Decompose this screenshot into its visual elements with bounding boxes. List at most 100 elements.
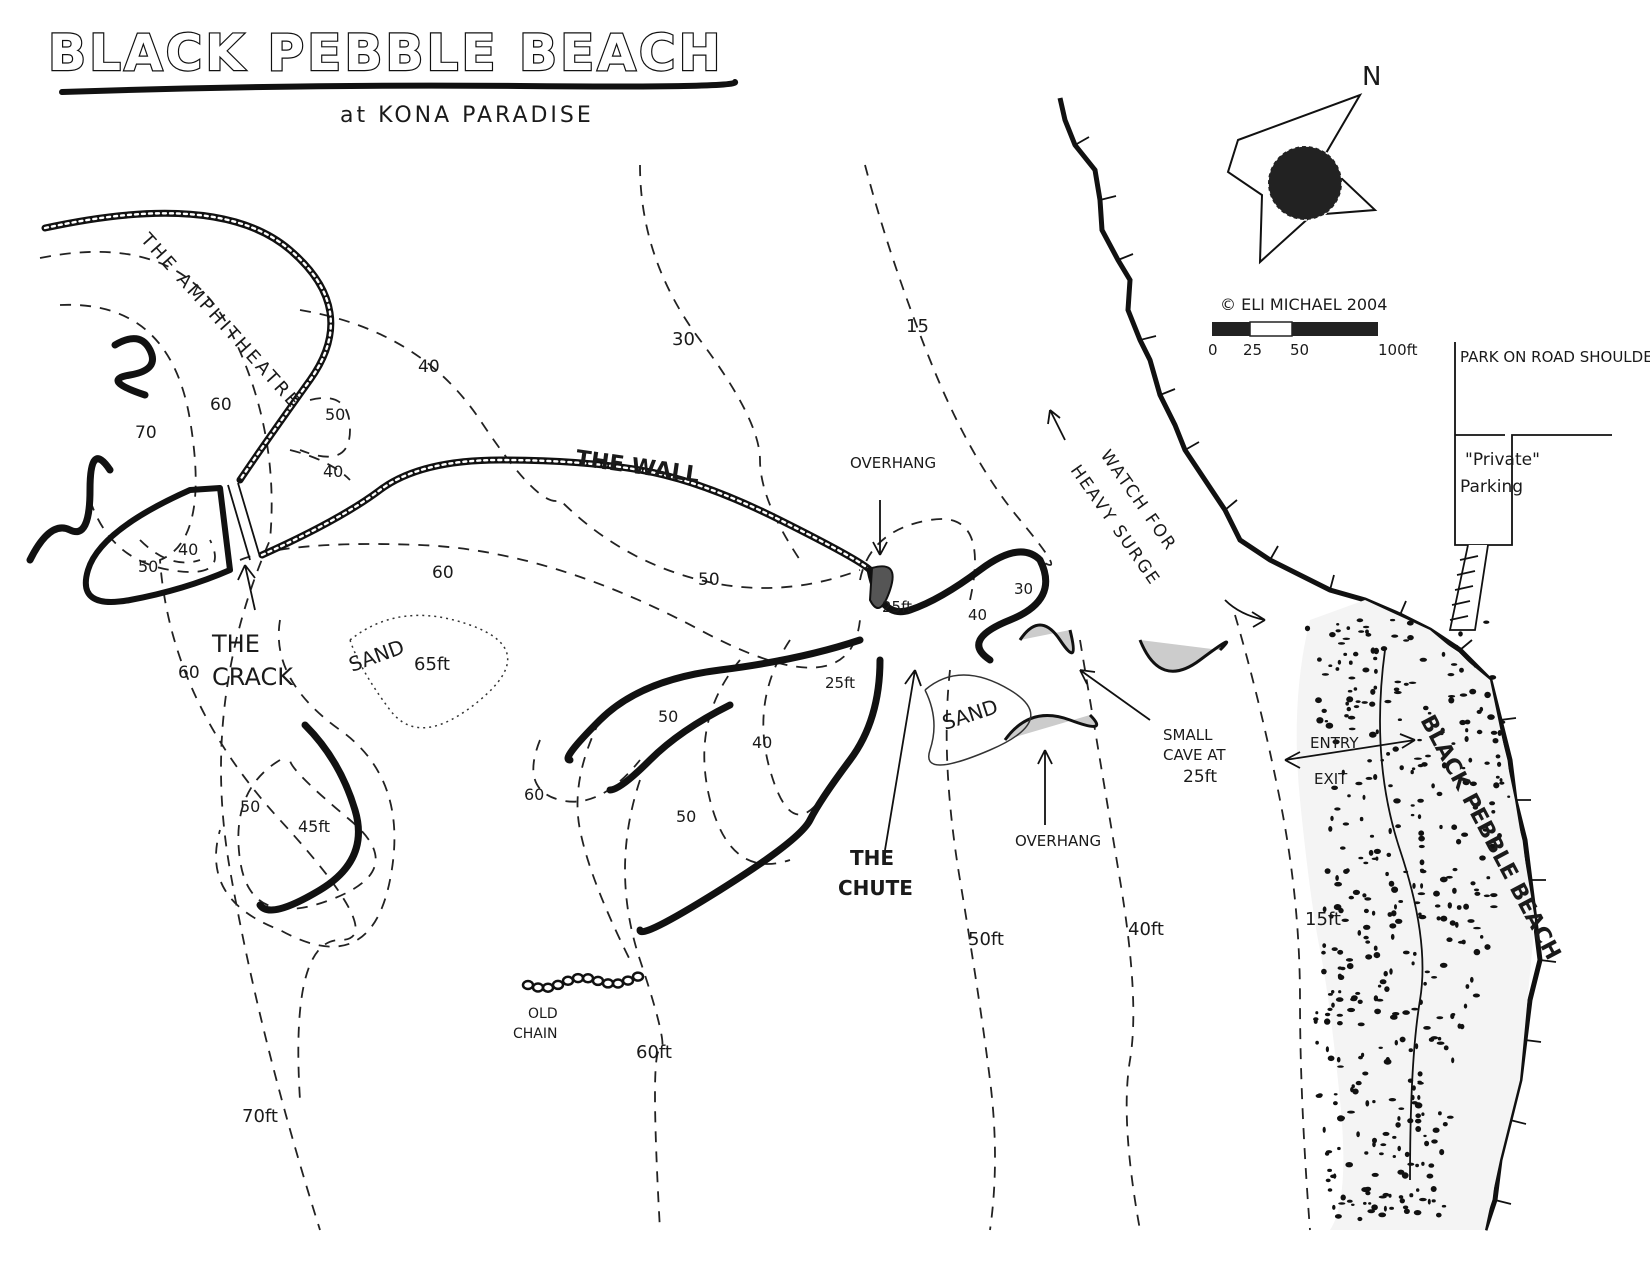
pebble — [1335, 875, 1339, 881]
chute-arrow — [884, 669, 922, 851]
pebble — [1358, 856, 1364, 860]
pebble — [1488, 675, 1497, 680]
pebble — [1459, 667, 1464, 673]
contour-50ft — [945, 669, 996, 1231]
finger-reef-1 — [564, 636, 864, 764]
pebble — [1431, 1199, 1436, 1203]
pebble — [1487, 714, 1495, 720]
pebble — [1347, 689, 1353, 693]
pebble — [1348, 895, 1355, 900]
pebble — [1436, 1041, 1445, 1045]
pebble — [1333, 904, 1342, 911]
pebble — [1397, 1145, 1401, 1152]
shore-ticks — [1074, 136, 1557, 1205]
pebble — [1423, 1026, 1431, 1030]
pebble — [1388, 784, 1393, 788]
pebble — [1438, 1111, 1442, 1116]
pebble — [1369, 731, 1377, 738]
contour-15ft — [1234, 614, 1311, 1231]
pebble — [1350, 1086, 1354, 1093]
chain-link — [631, 971, 645, 982]
depth-50-wall: 50 — [698, 570, 720, 590]
private-label-line2: Parking — [1460, 477, 1523, 497]
pebble — [1317, 657, 1322, 662]
pebble — [1465, 984, 1470, 989]
pebble — [1388, 1098, 1397, 1102]
pebble — [1352, 889, 1360, 896]
pebble — [1436, 791, 1443, 797]
beach-pebbles — [1304, 618, 1511, 1222]
contour-30 — [639, 164, 801, 561]
pebble — [1371, 910, 1376, 916]
pebble — [1476, 729, 1483, 735]
depth-70-left: 70 — [135, 423, 157, 443]
pebble — [1345, 868, 1350, 873]
pebble — [1394, 1039, 1399, 1046]
pebble — [1417, 1095, 1421, 1100]
pebble — [1376, 998, 1384, 1002]
pebble — [1346, 696, 1354, 703]
contour-60-finger-tip — [532, 739, 641, 803]
pebble — [1351, 1084, 1355, 1089]
pebble — [1324, 720, 1329, 723]
pebble — [1436, 1212, 1442, 1218]
pebble — [1335, 629, 1341, 633]
pebble — [1342, 822, 1350, 826]
pebble — [1433, 890, 1440, 897]
pebble — [1497, 761, 1502, 767]
scale-tick-100: 100ft — [1378, 341, 1418, 359]
pebble — [1451, 1057, 1455, 1064]
pebble — [1491, 810, 1496, 814]
pebble — [1351, 1203, 1355, 1207]
pebble — [1368, 849, 1374, 856]
entry-exit-arrow — [1284, 733, 1416, 769]
contour-60-lower — [215, 619, 396, 948]
chain-link — [601, 978, 615, 989]
contour-70 — [39, 251, 321, 1231]
contour-60-mid — [239, 543, 861, 669]
amphitheatre-label: THE AMPHITHEATRE — [136, 229, 305, 414]
pebble — [1390, 618, 1396, 622]
title-subtitle: at KONA PARADISE — [340, 103, 594, 128]
pebble — [1337, 1115, 1345, 1122]
scale-tick-50: 50 — [1290, 341, 1309, 359]
pebble — [1418, 830, 1425, 836]
pebble — [1329, 914, 1334, 919]
pebble — [1467, 919, 1475, 923]
compass-center-icon — [1268, 146, 1342, 220]
pebble — [1428, 1163, 1435, 1168]
pebble — [1363, 1201, 1367, 1205]
small-cave-line3: 25ft — [1183, 767, 1217, 787]
pebble — [1364, 897, 1372, 901]
pebble — [1431, 783, 1435, 789]
pebble — [1368, 1202, 1372, 1205]
pebble — [1327, 1168, 1332, 1172]
pebble — [1465, 728, 1469, 733]
pointer-arrows — [237, 409, 1416, 851]
pebble — [1340, 1194, 1346, 1201]
pebble — [1420, 883, 1424, 889]
old-chain-line2: CHAIN — [513, 1026, 557, 1042]
depth-60ft: 60ft — [636, 1042, 672, 1063]
pebble — [1347, 794, 1351, 798]
pebble — [1331, 1002, 1335, 1008]
pebble — [1322, 943, 1327, 948]
pebble — [1497, 833, 1502, 839]
depth-70ft: 70ft — [242, 1106, 278, 1127]
contour-60-finger — [576, 719, 631, 961]
pebble — [1315, 1040, 1319, 1045]
pebble — [1382, 1131, 1390, 1136]
pebble — [1334, 807, 1341, 811]
depth-50-lower: 50 — [240, 797, 260, 816]
pebble — [1417, 1080, 1422, 1084]
pebble — [1499, 781, 1505, 785]
title-main: BLACK PEBBLE BEACH — [48, 24, 723, 82]
scale-tick-0: 0 — [1208, 341, 1218, 359]
pebble — [1483, 894, 1490, 898]
pebble — [1459, 1023, 1465, 1030]
pebble — [1418, 912, 1422, 916]
pebble-beach-area — [1296, 600, 1535, 1230]
chute-label-line2: CHUTE — [838, 876, 913, 900]
entry-label: ENTRY — [1310, 734, 1359, 752]
chain-link — [571, 972, 585, 984]
